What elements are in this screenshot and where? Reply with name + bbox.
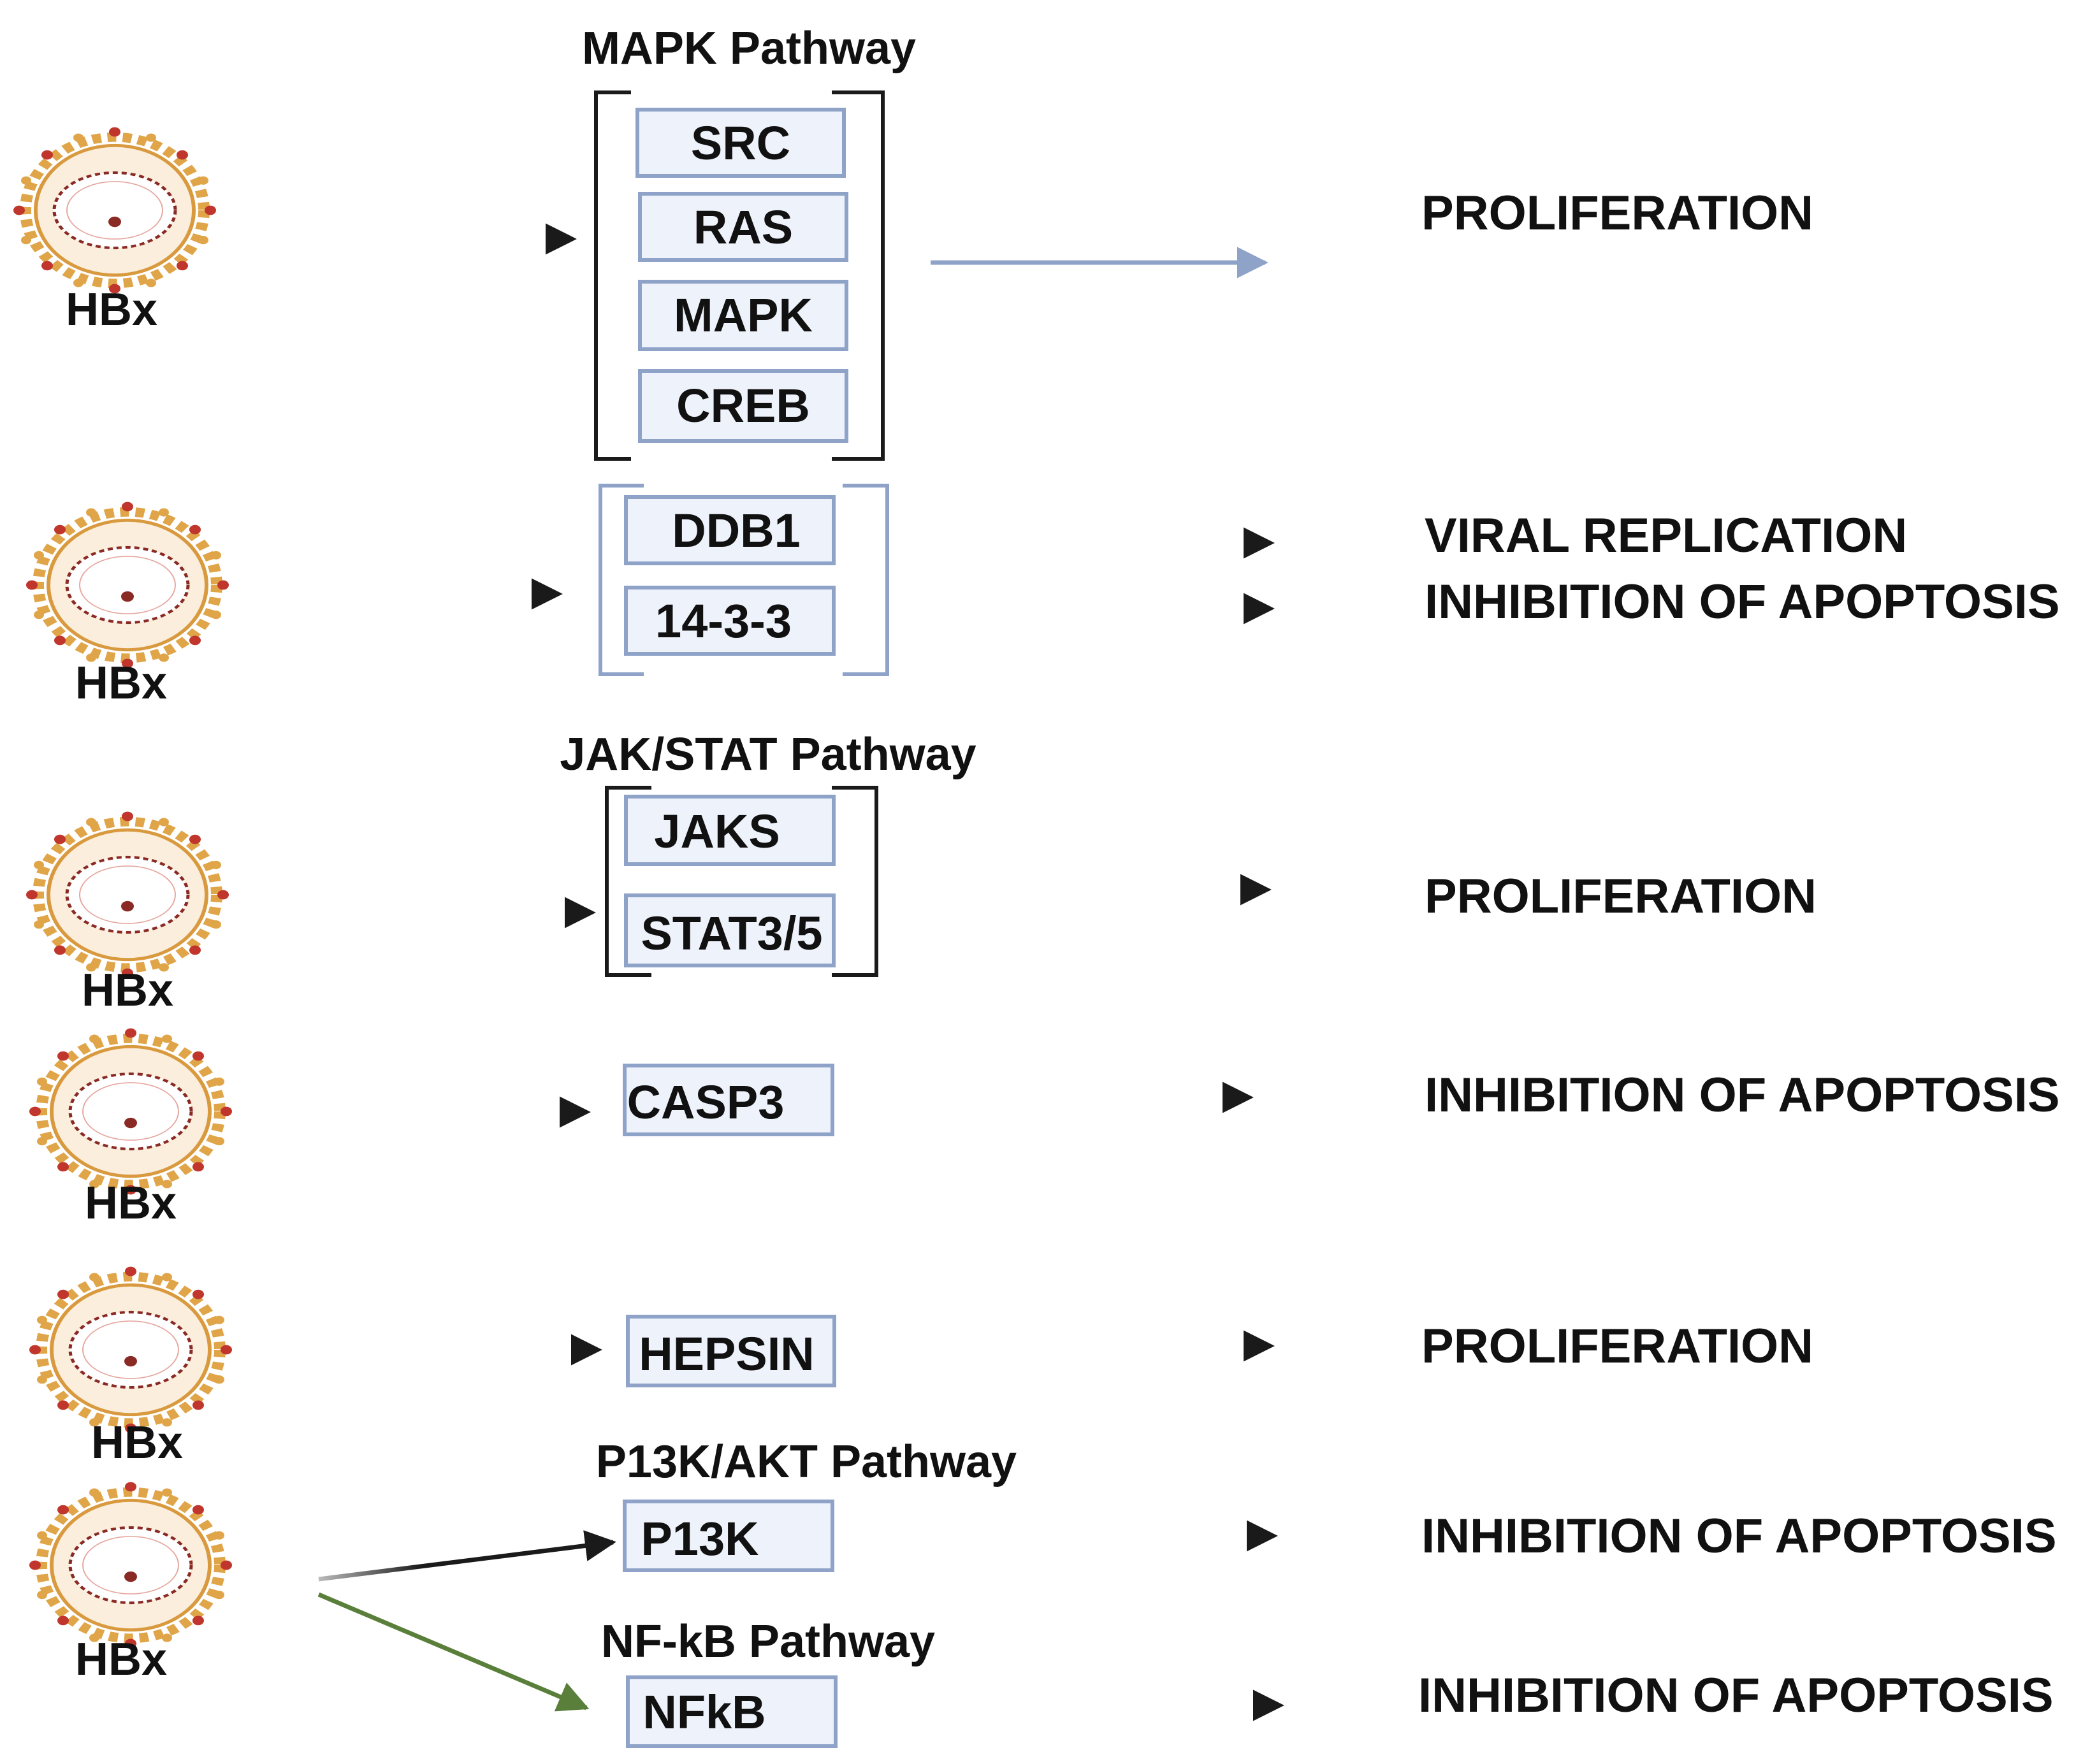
- virus-icon: [29, 1482, 232, 1649]
- ras-label: RAS: [693, 201, 793, 254]
- nfkb-label: NFkB: [642, 1686, 766, 1739]
- virus-icon: [29, 1029, 232, 1195]
- jakstat-bracket-left: [605, 786, 651, 977]
- p13k-box: [623, 1500, 834, 1572]
- hepsin-box: [626, 1315, 836, 1387]
- outcome-inhibition-apoptosis-4: INHIBITION OF APOPTOSIS: [1421, 1509, 2057, 1563]
- outcome-proliferation-1: PROLIFERATION: [1421, 186, 1813, 240]
- outcome-inhibition-apoptosis-2: INHIBITION OF APOPTOSIS: [1425, 575, 2060, 629]
- arrow-hbx-to-pi3k: [318, 1530, 616, 1582]
- stat-box: [624, 893, 836, 967]
- casp3-box: [623, 1064, 834, 1136]
- casp3-label: CASP3: [627, 1076, 785, 1129]
- mapk-label: MAPK: [674, 289, 813, 342]
- ddb1-bracket-left: [599, 484, 644, 676]
- ddb1-label: DDB1: [672, 504, 800, 557]
- hbx-label: HBx: [82, 965, 173, 1016]
- nfkb-box: [626, 1675, 838, 1748]
- mapk-bracket-left: [594, 90, 631, 461]
- ras-box: [638, 192, 848, 262]
- jaks-box: [624, 795, 836, 866]
- stat-label: STAT3/5: [641, 907, 822, 960]
- hbx-label: HBx: [66, 284, 157, 335]
- mapk-pathway-title: MAPK Pathway: [582, 23, 916, 74]
- p1433-label: 14-3-3: [655, 595, 792, 647]
- virus-icon: [26, 502, 229, 669]
- hbx-label: HBx: [91, 1417, 183, 1468]
- jaks-label: JAKS: [654, 805, 780, 858]
- creb-box: [638, 369, 848, 443]
- hbx-label: HBx: [75, 658, 167, 709]
- ddb1-bracket-right: [843, 484, 889, 676]
- mapk-bracket-right: [832, 90, 885, 461]
- virus-icon: [26, 812, 229, 978]
- outcome-viral-replication: VIRAL REPLICATION: [1425, 509, 1907, 563]
- mapk-box: [638, 280, 848, 351]
- outcome-proliferation-3: PROLIFERATION: [1421, 1319, 1813, 1373]
- outcome-inhibition-apoptosis-5: INHIBITION OF APOPTOSIS: [1418, 1668, 2054, 1723]
- virus-icon: [29, 1267, 232, 1433]
- arrow-hbx-to-nfkb: [317, 1592, 590, 1712]
- nfkb-pathway-title: NF-kB Pathway: [601, 1616, 935, 1667]
- hbx-label: HBx: [75, 1634, 167, 1685]
- hbx-label: HBx: [85, 1178, 177, 1229]
- ddb1-box: [624, 495, 836, 565]
- virus-icon: [13, 127, 216, 294]
- pi3k-pathway-title: P13K/AKT Pathway: [596, 1436, 1017, 1487]
- jakstat-pathway-title: JAK/STAT Pathway: [560, 729, 976, 780]
- src-box: [635, 108, 846, 178]
- hepsin-label: HEPSIN: [639, 1327, 815, 1380]
- outcome-inhibition-apoptosis-3: INHIBITION OF APOPTOSIS: [1425, 1068, 2060, 1122]
- jakstat-bracket-right: [832, 786, 878, 977]
- p13k-label: P13K: [641, 1512, 758, 1565]
- creb-label: CREB: [676, 379, 810, 432]
- p1433-box: [624, 586, 836, 656]
- outcome-proliferation-2: PROLIFERATION: [1425, 869, 1817, 923]
- src-label: SRC: [691, 117, 790, 170]
